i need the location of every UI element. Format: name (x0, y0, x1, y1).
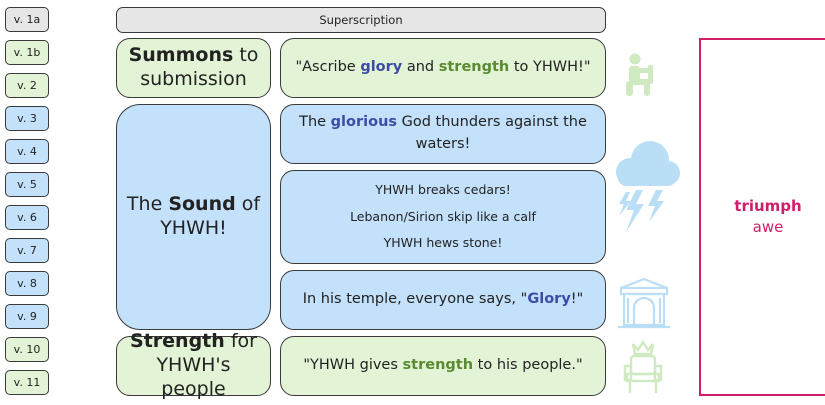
kneeling-person-icon (626, 53, 653, 96)
section-sound: The Sound of YHWH! (116, 104, 271, 330)
emotion-triumph: triumph (734, 197, 802, 215)
verse-label: v. 2 (5, 73, 49, 98)
quote-breaks-line: YHWH hews stone! (383, 235, 503, 251)
quote-gives: "YHWH gives strength to his people." (280, 336, 606, 396)
superscription-label: Superscription (319, 13, 403, 27)
verse-label: v. 7 (5, 238, 49, 263)
section-strength: Strength for YHWH's people (116, 330, 271, 400)
verse-label: v. 6 (5, 205, 49, 230)
verse-label: v. 9 (5, 304, 49, 329)
quote-temple-text: In his temple, everyone says, "Glory!" (302, 291, 584, 308)
quote-breaks-line: YHWH breaks cedars! (375, 181, 511, 197)
verse-label: v. 1a (5, 7, 49, 32)
section-strength-text: Strength for YHWH's people (130, 330, 257, 400)
quote-glorious: The glorious God thunders against the wa… (280, 104, 606, 164)
quote-ascribe-text: "Ascribe glory and strength to YHWH!" (295, 59, 591, 76)
quote-glorious-text: The glorious God thunders against the wa… (299, 114, 587, 152)
verse-label: v. 8 (5, 271, 49, 296)
section-sound-text: The Sound of YHWH! (126, 193, 261, 239)
verse-label: v. 3 (5, 106, 49, 131)
superscription-box: Superscription (116, 7, 606, 33)
quote-gives-text: "YHWH gives strength to his people." (303, 357, 583, 374)
section-summons: Summons to submission (116, 38, 271, 98)
verse-label: v. 10 (5, 337, 49, 362)
temple-icon (618, 277, 670, 329)
emotion-awe: awe (752, 218, 784, 236)
verse-label: v. 4 (5, 139, 49, 164)
throne-icon (623, 339, 663, 393)
quote-breaks: YHWH breaks cedars! Lebanon/Sirion skip … (280, 170, 606, 264)
verse-label: v. 5 (5, 172, 49, 197)
quote-breaks-line: Lebanon/Sirion skip like a calf (350, 208, 536, 224)
verse-label: v. 11 (5, 370, 49, 395)
verse-label: v. 1b (5, 40, 49, 65)
emotion-panel: triumph awe (699, 38, 825, 396)
storm-cloud-icon (616, 141, 680, 232)
quote-temple: In his temple, everyone says, "Glory!" (280, 270, 606, 330)
quote-ascribe: "Ascribe glory and strength to YHWH!" (280, 38, 606, 98)
section-summons-text: Summons to submission (128, 44, 259, 90)
